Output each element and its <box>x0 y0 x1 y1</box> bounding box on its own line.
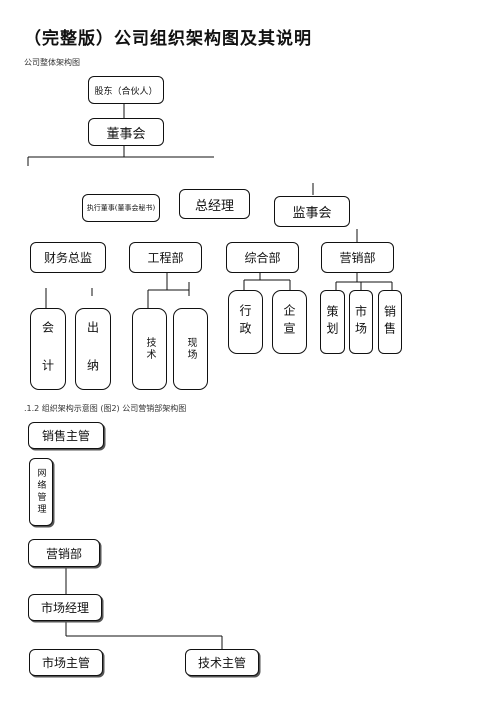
market-box: 市场 <box>349 290 373 354</box>
enterprise-box: 企宣 <box>272 290 307 354</box>
caption-overall-chart: 公司整体架构图 <box>24 58 80 67</box>
board-box: 董事会 <box>88 118 164 146</box>
caption-marketing-chart: .1.2 组织架构示意图 (图2) 公司营销部架构图 <box>24 404 187 413</box>
admin-label: 行政 <box>238 304 252 340</box>
general-manager-box: 总经理 <box>179 189 250 219</box>
onsite-box: 现场 <box>173 308 208 390</box>
general-affairs-box: 综合部 <box>226 242 299 273</box>
tech-supervisor-box: 技术主管 <box>185 649 259 676</box>
supervisory-board-box: 监事会 <box>274 196 350 227</box>
sales-box: 销售 <box>378 290 402 354</box>
cashier-label: 出 纳 <box>85 321 100 377</box>
cashier-box: 出 纳 <box>75 308 111 390</box>
market-manager-box: 市场经理 <box>28 594 102 621</box>
onsite-label: 现场 <box>185 337 196 361</box>
market-label: 市场 <box>353 305 368 339</box>
finance-director-box: 财务总监 <box>30 242 106 273</box>
network-management-label: 网络管理 <box>35 468 46 516</box>
engineering-box: 工程部 <box>129 242 202 273</box>
marketing-box: 营销部 <box>321 242 394 273</box>
accounting-box: 会 计 <box>30 308 66 390</box>
marketing-dept-box: 营销部 <box>28 539 100 567</box>
market-supervisor-box: 市场主管 <box>29 649 103 676</box>
technical-box: 技术 <box>132 308 167 390</box>
technical-label: 技术 <box>144 337 155 361</box>
sales-label: 销售 <box>382 305 397 339</box>
accounting-label: 会 计 <box>40 321 55 377</box>
shareholders-box: 股东（合伙人） <box>88 76 164 104</box>
planning-box: 策划 <box>320 290 345 354</box>
planning-label: 策划 <box>325 305 339 339</box>
enterprise-label: 企宣 <box>282 304 296 340</box>
network-management-box: 网络管理 <box>29 458 53 526</box>
sales-supervisor-box: 销售主管 <box>28 422 104 449</box>
page-title: （完整版）公司组织架构图及其说明 <box>24 29 312 49</box>
executive-director-box: 执行董事(董事会秘书) <box>82 194 160 222</box>
admin-box: 行政 <box>228 290 263 354</box>
